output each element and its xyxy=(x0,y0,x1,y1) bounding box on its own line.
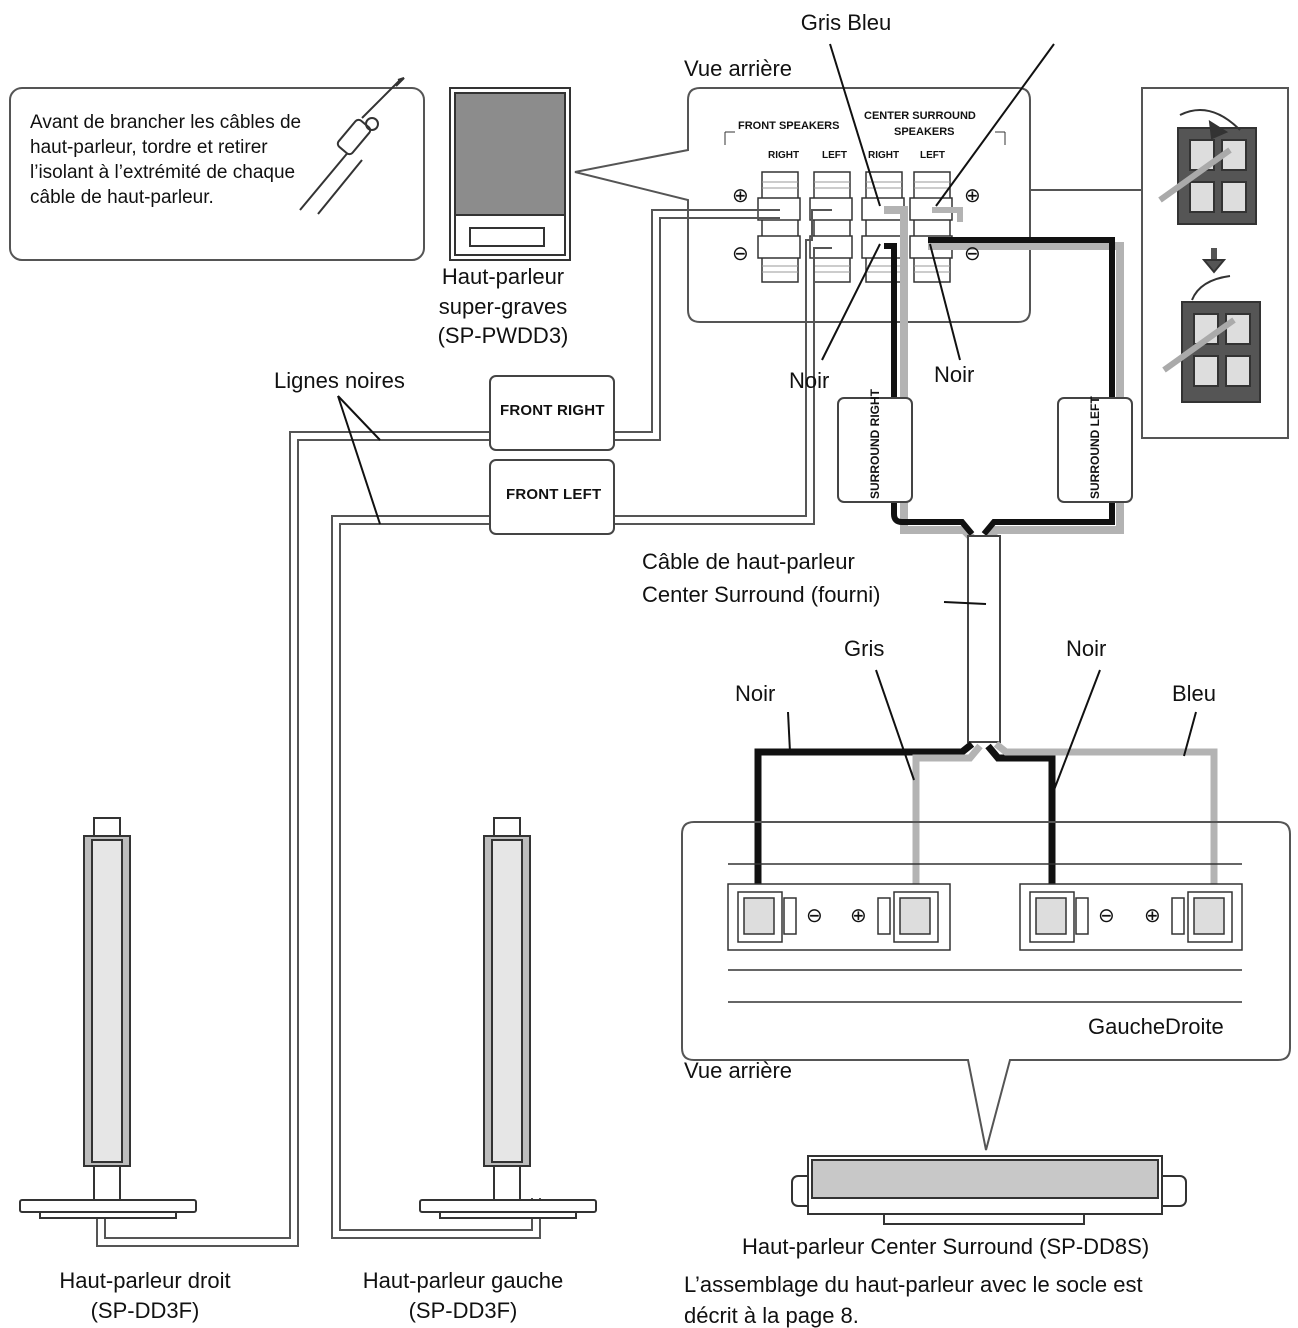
center-plus-1: ⊕ xyxy=(850,905,867,927)
left-speaker-caption-line2: (SP-DD3F) xyxy=(408,1297,518,1323)
leader-lines xyxy=(337,43,1197,791)
label-bleu: Bleu xyxy=(1172,681,1217,706)
panel-left-1: LEFT xyxy=(822,150,847,161)
note-box xyxy=(9,87,425,261)
panel-minus-left: ⊖ xyxy=(732,243,749,265)
panel-plus-right: ⊕ xyxy=(964,185,981,207)
panel-speakers: SPEAKERS xyxy=(894,126,955,138)
panel-center-surround: CENTER SURROUND xyxy=(864,110,976,122)
surround-cables xyxy=(884,206,1124,543)
label-lignes-noires: Lignes noires xyxy=(274,368,405,393)
label-noir-left: Noir xyxy=(789,368,830,393)
label-gris: Gris xyxy=(844,636,885,661)
tag-surround-left: SURROUND LEFT xyxy=(1088,396,1102,499)
center-speaker-caption: Haut-parleur Center Surround (SP-DD8S) xyxy=(742,1234,1150,1259)
tag-front-right: FRONT RIGHT xyxy=(500,402,605,419)
center-cable-sleeve xyxy=(967,535,1001,743)
center-rear-callout xyxy=(681,821,1291,1151)
right-speaker-caption-line1: Haut-parleur droit xyxy=(59,1268,231,1293)
panel-minus-right: ⊖ xyxy=(964,243,981,265)
label-cable-line2: Center Surround (fourni) xyxy=(642,582,881,607)
wire-twist-icon xyxy=(299,77,405,215)
panel-right-2: RIGHT xyxy=(868,150,900,161)
label-vue-arriere-bottom: Vue arrière xyxy=(684,1058,793,1083)
surround-right-tag-box xyxy=(837,397,913,503)
assembly-note-line1: L’assemblage du haut-parleur avec le soc… xyxy=(684,1272,1143,1297)
center-terminals xyxy=(737,891,1233,943)
center-speaker-icon xyxy=(791,1155,1187,1225)
subwoofer-caption-line3: (SP-PWDD3) xyxy=(437,323,569,349)
subwoofer-caption: Haut-parleur super-graves (SP-PWDD3) xyxy=(438,262,569,351)
front-left-cable xyxy=(331,209,832,1239)
front-right-cable xyxy=(96,209,780,1247)
left-speaker-caption: Haut-parleur gauche (SP-DD3F) xyxy=(363,1266,564,1325)
label-noir-bottom-right: Noir xyxy=(1066,636,1107,661)
terminal-clip-detail xyxy=(1030,87,1289,439)
tag-front-left: FRONT LEFT xyxy=(506,486,602,503)
right-speaker-caption: Haut-parleur droit (SP-DD3F) xyxy=(59,1266,230,1325)
panel-left-2: LEFT xyxy=(920,150,945,161)
assembly-note-line2: décrit à la page 8. xyxy=(684,1303,859,1328)
right-speaker-caption-line2: (SP-DD3F) xyxy=(90,1297,200,1323)
left-speaker-icon xyxy=(419,817,597,1219)
front-right-tag-box xyxy=(489,375,615,451)
label-gauche-droite: GaucheDroite xyxy=(1088,1014,1224,1039)
label-vue-arriere-top: Vue arrière xyxy=(684,56,793,81)
subwoofer-caption-line2: super-graves xyxy=(438,293,568,319)
panel-front-speakers: FRONT SPEAKERS xyxy=(738,120,840,132)
note-text: Avant de brancher les câbles de haut-par… xyxy=(30,112,302,209)
right-speaker-icon xyxy=(19,817,197,1219)
label-cable-line1: Câble de haut-parleur xyxy=(642,549,855,574)
center-minus-1: ⊖ xyxy=(806,905,823,927)
subwoofer-caption-line1: Haut-parleur xyxy=(441,264,565,289)
subwoofer-icon xyxy=(449,87,571,261)
front-left-tag-box xyxy=(489,459,615,535)
center-plus-2: ⊕ xyxy=(1144,905,1161,927)
surround-left-tag-box xyxy=(1057,397,1133,503)
panel-right-1: RIGHT xyxy=(768,150,800,161)
label-gris-bleu: Gris Bleu xyxy=(800,10,892,35)
label-noir-bottom-left: Noir xyxy=(735,681,776,706)
panel-plus-left: ⊕ xyxy=(732,185,749,207)
tag-surround-right: SURROUND RIGHT xyxy=(868,389,882,499)
label-noir-right: Noir xyxy=(934,362,975,387)
center-speaker-wires xyxy=(754,741,1218,912)
left-speaker-caption-line1: Haut-parleur gauche xyxy=(362,1268,564,1293)
center-minus-2: ⊖ xyxy=(1098,905,1115,927)
